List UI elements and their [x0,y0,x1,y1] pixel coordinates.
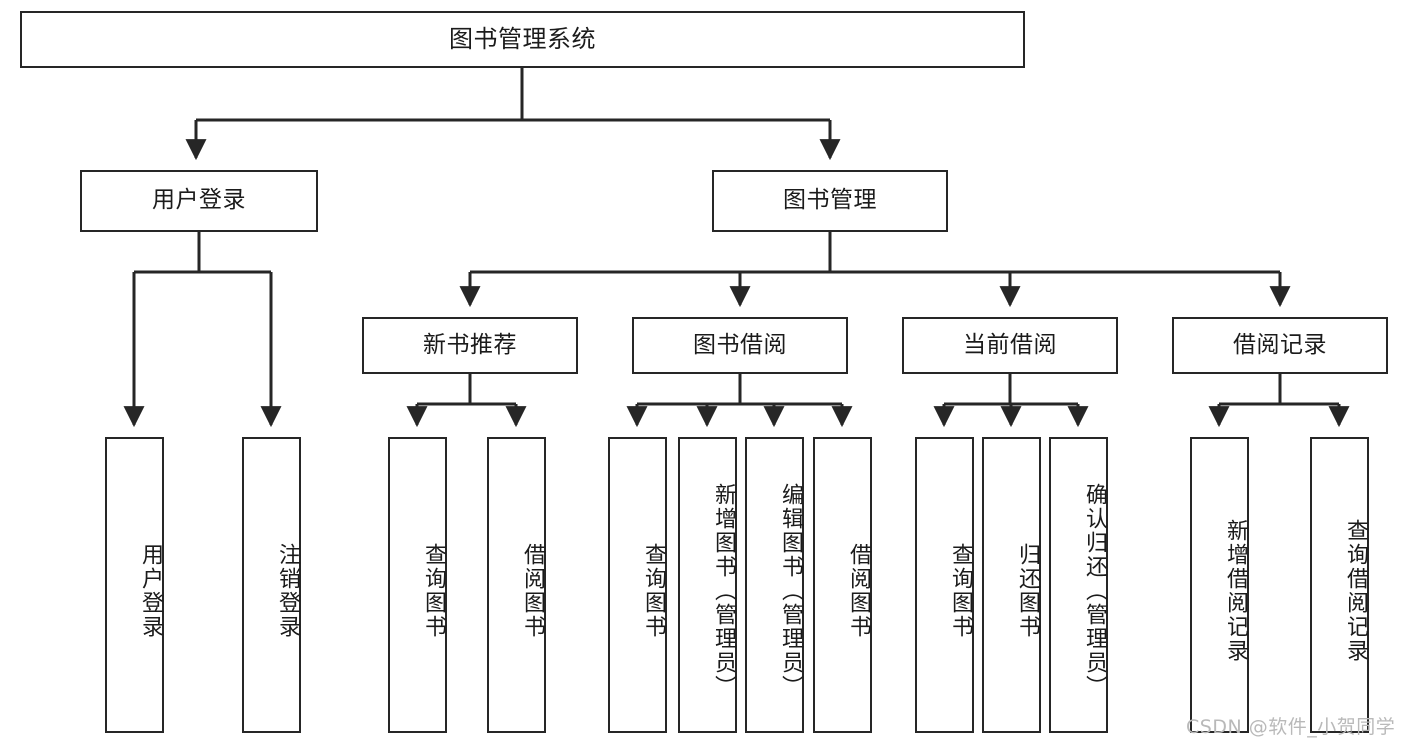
node-root-label: 图书管理系统 [449,25,596,54]
node-leaf-query-book-cur-label: 查询图书 [948,543,973,639]
node-leaf-query-book-cur[interactable]: 查询图书 [915,437,974,733]
node-leaf-return-book[interactable]: 归还图书 [982,437,1041,733]
node-current-borrow[interactable]: 当前借阅 [902,317,1118,374]
node-borrow-record-label: 借阅记录 [1233,331,1327,358]
node-leaf-query-record-label: 查询借阅记录 [1343,519,1368,663]
node-leaf-confirm-return[interactable]: 确认归还（管理员） [1049,437,1108,733]
node-leaf-query-book-rec-label: 查询图书 [421,543,446,639]
node-user-login[interactable]: 用户登录 [80,170,318,232]
node-leaf-user-logout-label: 注销登录 [275,543,300,639]
node-leaf-confirm-return-label: 确认归还（管理员） [1082,483,1107,699]
node-leaf-return-book-label: 归还图书 [1015,543,1040,639]
node-root[interactable]: 图书管理系统 [20,11,1025,68]
node-leaf-edit-book[interactable]: 编辑图书（管理员） [745,437,804,733]
node-book-borrow-label: 图书借阅 [693,331,787,358]
node-leaf-add-record[interactable]: 新增借阅记录 [1190,437,1249,733]
node-leaf-add-book[interactable]: 新增图书（管理员） [678,437,737,733]
node-leaf-add-book-label: 新增图书（管理员） [711,483,736,699]
node-leaf-borrow-book-rec[interactable]: 借阅图书 [487,437,546,733]
node-leaf-borrow-book[interactable]: 借阅图书 [813,437,872,733]
node-current-borrow-label: 当前借阅 [963,331,1057,358]
node-user-login-label: 用户登录 [152,187,246,214]
node-leaf-user-login[interactable]: 用户登录 [105,437,164,733]
node-book-manage[interactable]: 图书管理 [712,170,948,232]
node-leaf-borrow-book-rec-label: 借阅图书 [520,543,545,639]
node-leaf-user-login-label: 用户登录 [138,543,163,639]
node-leaf-user-logout[interactable]: 注销登录 [242,437,301,733]
node-book-manage-label: 图书管理 [783,187,877,214]
node-new-book-rec[interactable]: 新书推荐 [362,317,578,374]
node-new-book-rec-label: 新书推荐 [423,331,517,358]
node-leaf-add-record-label: 新增借阅记录 [1223,519,1248,663]
node-leaf-query-book-rec[interactable]: 查询图书 [388,437,447,733]
node-leaf-edit-book-label: 编辑图书（管理员） [778,483,803,699]
node-book-borrow[interactable]: 图书借阅 [632,317,848,374]
node-borrow-record[interactable]: 借阅记录 [1172,317,1388,374]
node-leaf-query-book-borrow[interactable]: 查询图书 [608,437,667,733]
node-leaf-query-book-borrow-label: 查询图书 [641,543,666,639]
node-leaf-query-record[interactable]: 查询借阅记录 [1310,437,1369,733]
watermark-text: CSDN @软件_小贺同学 [1186,716,1396,738]
node-leaf-borrow-book-label: 借阅图书 [846,543,871,639]
